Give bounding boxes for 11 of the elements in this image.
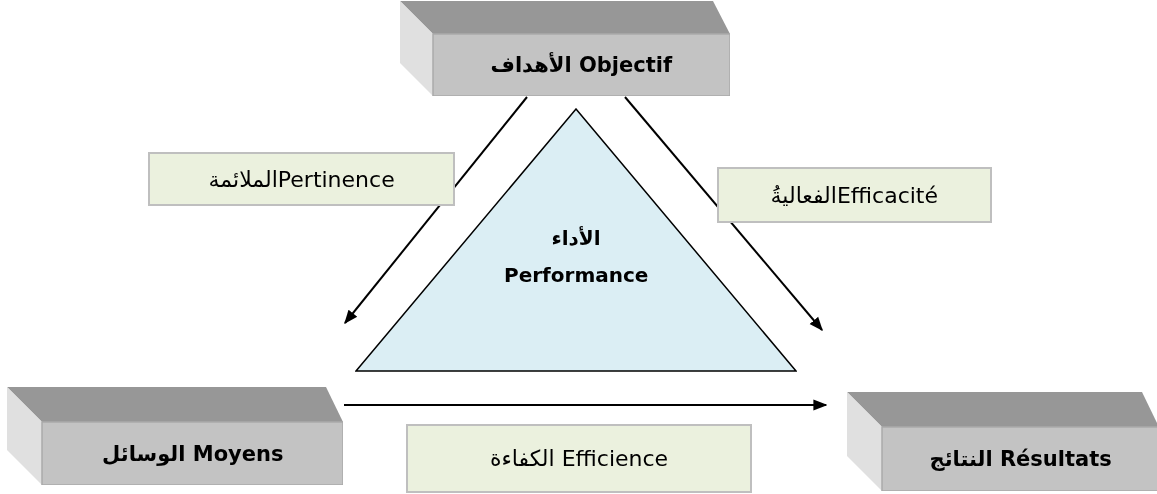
arrow	[343, 399, 828, 411]
block-label: النتائج Résultats	[929, 447, 1112, 471]
box-label: الكفاءة Efficience	[490, 446, 669, 471]
block-label: الوسائل Moyens	[102, 441, 284, 466]
box-label: الملائمةPertinence	[208, 166, 395, 192]
arrow	[344, 96, 528, 325]
triangle-label: الأداء	[551, 226, 601, 250]
box-label: الفعاليةُEfficacité	[770, 182, 939, 208]
triangle-label: Performance	[504, 263, 649, 287]
block-label: الأهداف Objectif	[490, 53, 673, 77]
arrow	[624, 96, 823, 332]
